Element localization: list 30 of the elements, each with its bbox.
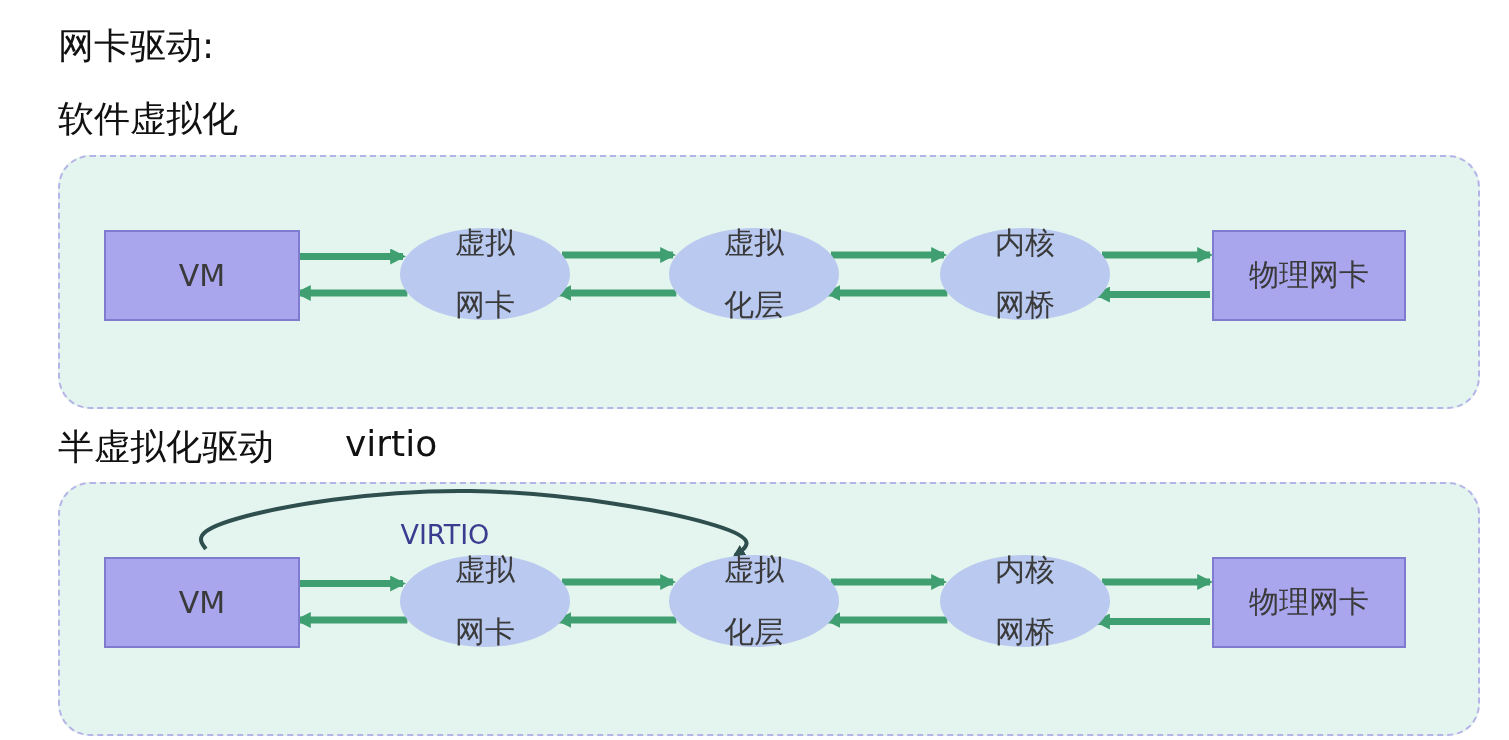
node-label: VM — [178, 585, 226, 620]
process-box — [104, 230, 300, 321]
arrow — [1102, 247, 1214, 263]
process-box — [1212, 230, 1406, 321]
arrow — [562, 247, 677, 263]
heading: 网卡驱动: — [58, 24, 215, 68]
panel-background — [58, 482, 1480, 736]
section-heading: 半虚拟化驱动 — [58, 425, 274, 469]
node-label: 虚拟网卡 — [454, 551, 516, 651]
node-label: 物理网卡 — [1249, 583, 1369, 621]
panel-background — [58, 155, 1480, 409]
arrow — [298, 248, 407, 265]
node-label: 虚拟化层 — [723, 551, 785, 651]
process-box — [1212, 557, 1406, 648]
node-label: 虚拟网卡 — [454, 224, 516, 324]
node-label: 内核网桥 — [994, 551, 1056, 651]
arrow — [298, 575, 407, 592]
node-label: 虚拟化层 — [723, 224, 785, 324]
arrow — [831, 574, 948, 590]
curved-arrow — [199, 489, 749, 557]
process-box — [104, 557, 300, 648]
arrow — [562, 574, 677, 590]
arrow — [1102, 574, 1214, 590]
node-label: 内核网桥 — [994, 224, 1056, 324]
edge-label: VIRTIO — [400, 519, 490, 550]
section-heading: 软件虚拟化 — [58, 97, 238, 141]
node-label: VM — [178, 258, 226, 293]
section-heading: virtio — [345, 423, 438, 464]
node-label: 物理网卡 — [1249, 256, 1369, 294]
arrow — [831, 247, 948, 263]
